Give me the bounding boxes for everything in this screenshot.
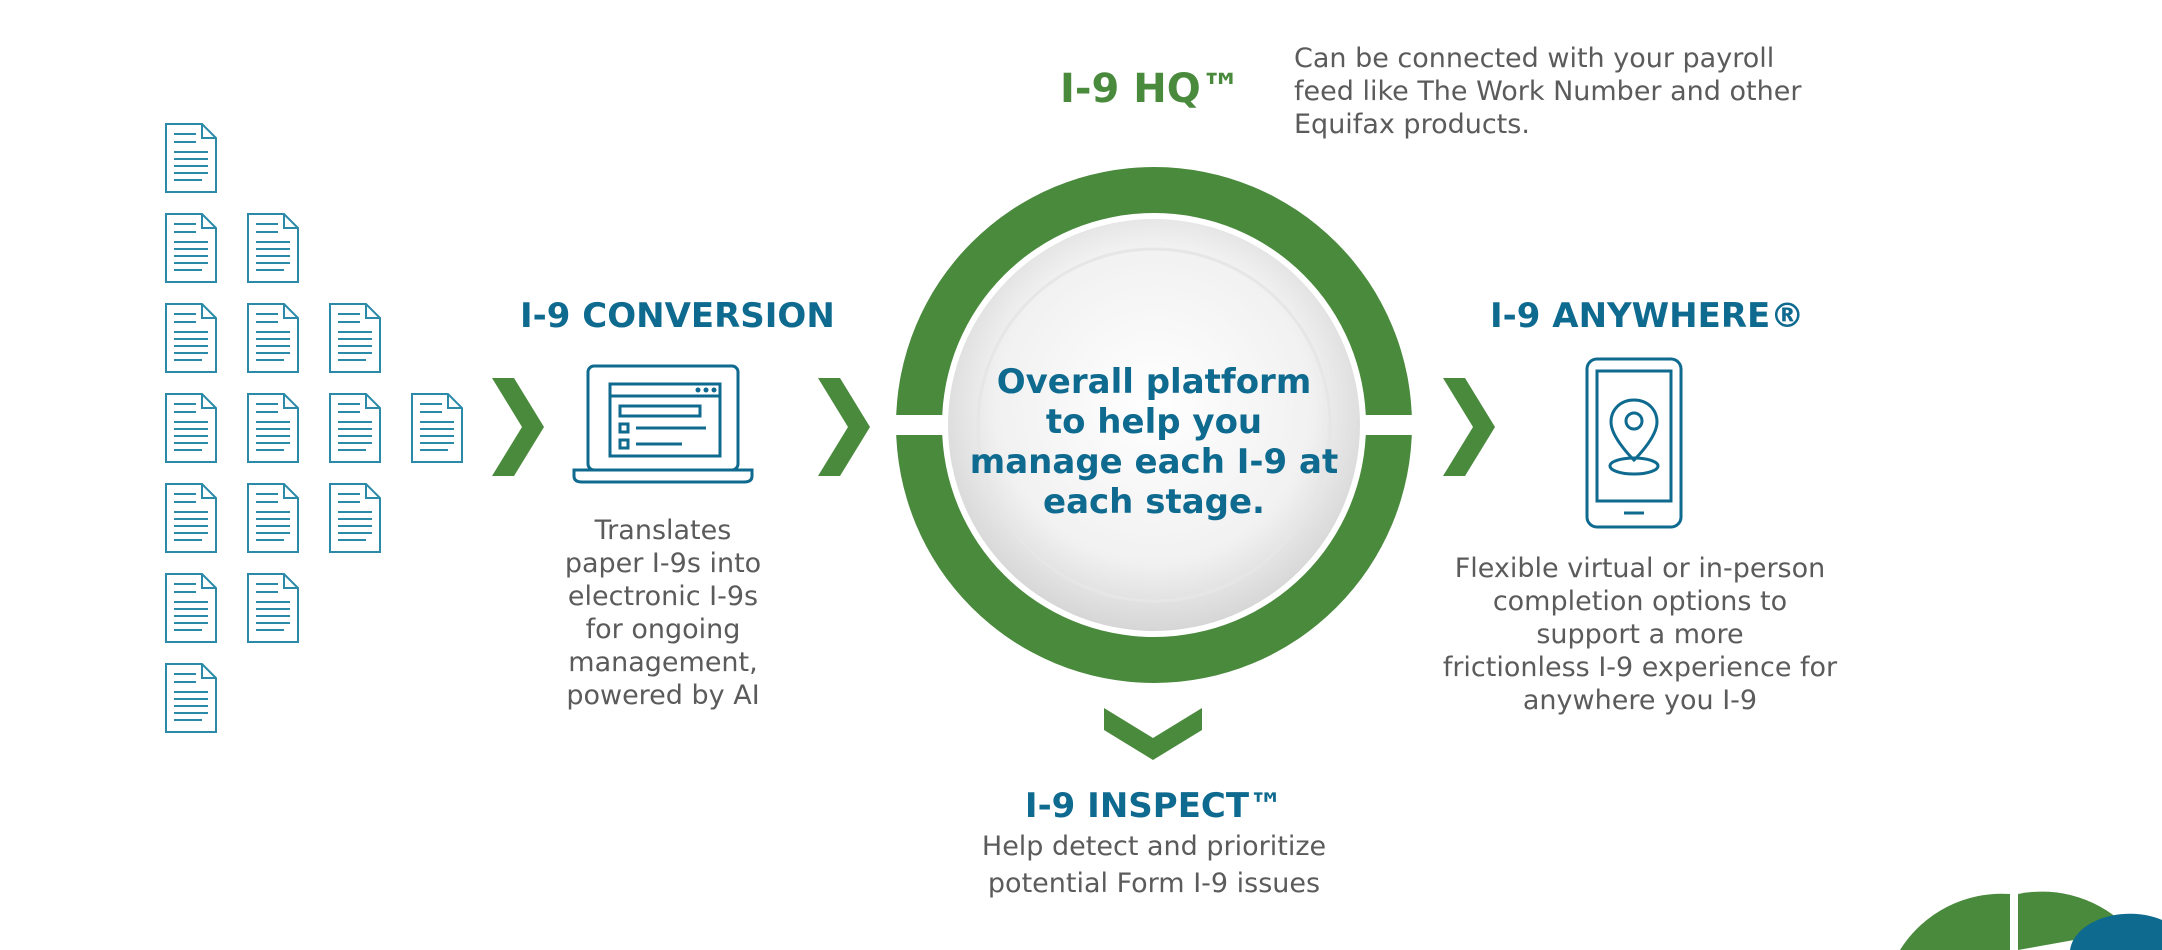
document-icon [162, 392, 218, 464]
hq-title: I-9 HQ™ [1060, 66, 1241, 112]
hq-center-line: to help you [1045, 402, 1263, 442]
conversion-desc-line: management, [568, 647, 758, 678]
document-icon [162, 122, 218, 194]
document-icon [408, 392, 464, 464]
arrow-right-icon-2 [818, 378, 870, 476]
document-icon [326, 482, 382, 554]
document-icon [244, 302, 300, 374]
laptop-icon [572, 364, 754, 484]
hq-note-line: feed like The Work Number and other [1294, 76, 1802, 107]
document-icon [162, 482, 218, 554]
anywhere-desc-line: completion options to [1492, 586, 1788, 617]
conversion-desc-line: paper I-9s into [564, 548, 762, 579]
inspect-title: I-9 INSPECT™ [1024, 786, 1284, 826]
document-icon [162, 212, 218, 284]
document-icon [244, 572, 300, 644]
conversion-desc-line: for ongoing [585, 614, 741, 645]
arrow-right-icon-3 [1443, 378, 1495, 476]
conversion-desc-line: electronic I-9s [567, 581, 759, 612]
document-icon [244, 482, 300, 554]
conversion-title: I-9 CONVERSION [520, 296, 835, 336]
hq-note-line: Equifax products. [1294, 109, 1530, 140]
hq-center-line: each stage. [1043, 482, 1265, 522]
arrow-down-icon [1104, 708, 1202, 760]
anywhere-desc-line: frictionless I-9 experience for [1442, 652, 1838, 683]
anywhere-title: I-9 ANYWHERE® [1490, 296, 1805, 336]
hq-center-line: Overall platform [996, 362, 1312, 402]
document-icon [162, 572, 218, 644]
hq-note-line: Can be connected with your payroll [1294, 43, 1775, 74]
anywhere-desc-line: Flexible virtual or in-person [1454, 553, 1826, 584]
document-icon [326, 302, 382, 374]
equifax-logo-fragment [1900, 891, 2162, 950]
document-icon [162, 302, 218, 374]
inspect-desc-line: potential Form I-9 issues [987, 868, 1321, 899]
hq-center-line: manage each I-9 at [969, 442, 1339, 482]
conversion-desc-line: Translates [594, 515, 732, 546]
hq-platform-ring [894, 167, 1414, 683]
anywhere-desc-line: anywhere you I-9 [1522, 685, 1758, 716]
arrow-right-icon-1 [492, 378, 544, 476]
smartphone-location-icon [1585, 357, 1683, 529]
inspect-desc-line: Help detect and prioritize [981, 831, 1327, 862]
document-icon [244, 212, 300, 284]
anywhere-desc-line: support a more [1536, 619, 1744, 650]
document-icon [244, 392, 300, 464]
document-icon [326, 392, 382, 464]
conversion-desc-line: powered by AI [566, 680, 760, 711]
document-icon [162, 662, 218, 734]
